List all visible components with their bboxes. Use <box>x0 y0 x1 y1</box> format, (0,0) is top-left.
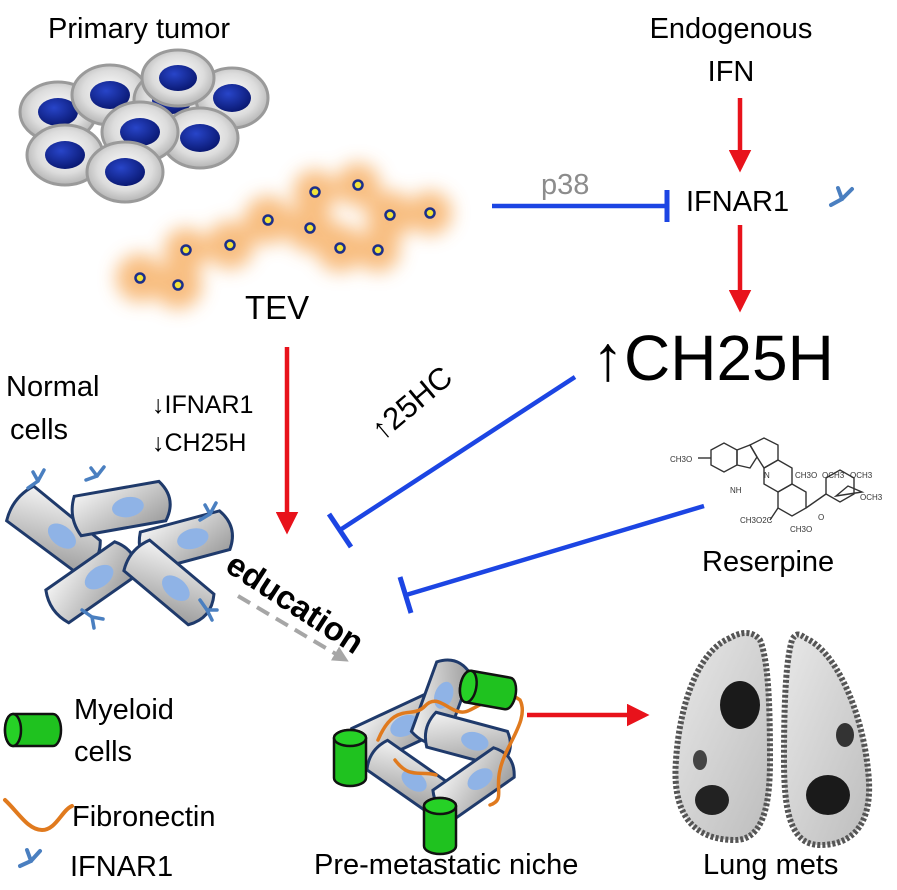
atom-label: OCH3 <box>850 471 873 480</box>
tev-vesicles <box>116 163 452 309</box>
tumor-cell <box>85 140 165 204</box>
atom-label: CH3O2C <box>740 516 773 525</box>
label-p38: p38 <box>541 169 590 201</box>
tumor-cell <box>160 106 240 170</box>
label-ch25h: ↑CH25H <box>592 322 834 394</box>
label-cells: cells <box>10 414 69 446</box>
label-primary-tumor: Primary tumor <box>48 13 231 45</box>
atom-label: O <box>818 513 824 522</box>
atom-label: N <box>764 471 770 480</box>
reserpine-atoms: CH3O N NH CH3O OCH3 OCH3 CH3O2C CH3O O O… <box>670 455 883 534</box>
tumor-cell <box>140 48 216 108</box>
myeloid-cell <box>458 669 518 711</box>
myeloid-cell <box>332 728 368 788</box>
legend-myeloid-icon <box>3 712 63 748</box>
normal-cell <box>122 538 216 627</box>
label-reserpine: Reserpine <box>702 546 835 578</box>
legend-fibronectin-icon <box>3 798 74 833</box>
atom-label: OCH3 <box>860 493 883 502</box>
label-lung-mets: Lung mets <box>703 849 839 881</box>
label-endogenous: Endogenous <box>649 13 813 45</box>
legend-myeloid-line1: Myeloid <box>74 694 174 726</box>
label-pre-metastatic-niche: Pre-metastatic niche <box>314 849 579 881</box>
myeloid-cell <box>422 796 458 856</box>
label-tev: TEV <box>245 289 310 326</box>
label-down-ch25h: ↓CH25H <box>152 429 247 457</box>
legend-ifnar1: IFNAR1 <box>70 851 174 883</box>
inhibit-p38-ifnar1 <box>492 190 670 222</box>
inhibit-reserpine <box>397 503 705 614</box>
atom-label: CH3O <box>670 455 692 464</box>
legend-ifnar1-icon <box>18 848 42 868</box>
inhibit-25hc <box>326 375 577 549</box>
label-normal: Normal <box>6 371 100 403</box>
atom-label: OCH3 <box>822 471 845 480</box>
atom-label: NH <box>730 486 742 495</box>
atom-label: CH3O <box>795 471 817 480</box>
primary-tumor-cells <box>18 48 270 204</box>
label-ifn: IFN <box>707 56 755 88</box>
reserpine-molecule <box>698 437 865 521</box>
pre-metastatic-niche <box>332 658 524 856</box>
ifnar1-receptor-icon <box>829 186 854 207</box>
label-ifnar1: IFNAR1 <box>686 186 790 218</box>
normal-cell <box>70 479 172 538</box>
atom-label: CH3O <box>790 525 812 534</box>
normal-cells <box>4 465 234 630</box>
lung-mets-image <box>672 630 873 849</box>
label-down-ifnar1: ↓IFNAR1 <box>152 391 254 419</box>
legend-fibronectin: Fibronectin <box>72 801 216 833</box>
legend-myeloid-line2: cells <box>74 736 133 768</box>
